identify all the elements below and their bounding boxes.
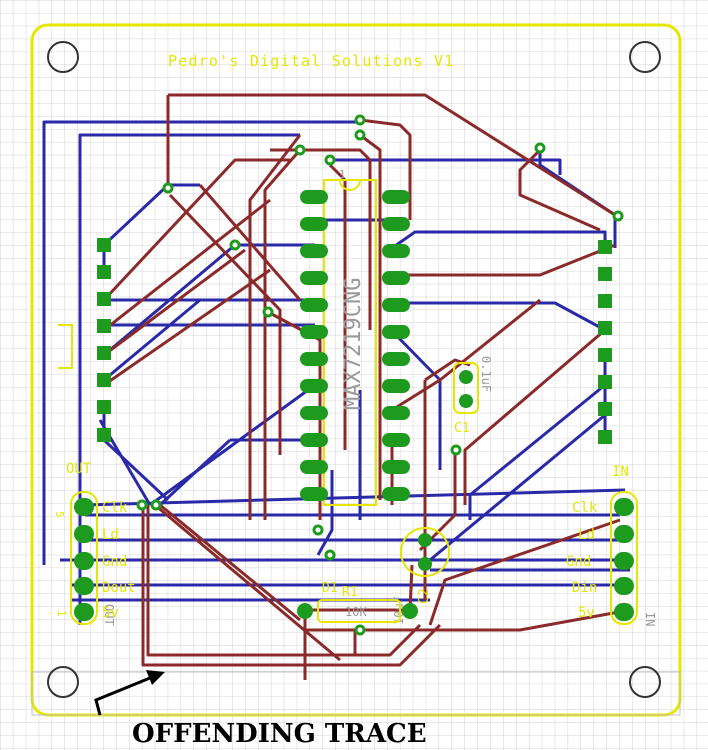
c1-label: C1 xyxy=(454,421,470,436)
in-pad-3 xyxy=(614,552,634,570)
out-pad-5 xyxy=(74,603,94,621)
capacitor-c1: C1 0.1uF xyxy=(453,356,493,436)
right-matrix-pads xyxy=(598,240,612,444)
mounting-holes xyxy=(47,41,661,698)
mounting-hole-top-left xyxy=(47,41,79,73)
top-layer-traces xyxy=(102,93,631,680)
c2-label: C2 xyxy=(417,588,432,604)
in-header-title: IN xyxy=(612,464,629,480)
out-header-title: OUT xyxy=(66,461,92,477)
out-header-pin-bottom: 1 xyxy=(55,610,68,617)
arrow-icon xyxy=(94,676,151,716)
vias xyxy=(136,114,624,636)
out-pin-label: Clk xyxy=(102,500,128,516)
mounting-hole-bottom-right xyxy=(629,666,661,698)
in-pin-label: Clk xyxy=(572,500,598,516)
in-header: IN IN Clk Ld Gnd Din 5v xyxy=(566,464,657,626)
out-pad-3 xyxy=(74,552,94,570)
ic-pads xyxy=(300,190,410,501)
out-pad-2 xyxy=(74,525,94,543)
in-pad-5 xyxy=(614,603,634,621)
board-title: Pedro's Digital Solutions V1 xyxy=(168,52,454,70)
in-pin-label: 5v xyxy=(578,605,595,621)
ic-pads-left xyxy=(300,190,328,501)
in-pin-label: Ld xyxy=(578,527,595,543)
out-pin-label: Dout xyxy=(102,580,136,596)
in-pad-2 xyxy=(614,525,634,543)
out-header-side-label: OUT xyxy=(102,604,116,626)
c1-value: 0.1uF xyxy=(479,356,493,392)
mounting-hole-top-right xyxy=(629,41,661,73)
d1-label: D1 xyxy=(322,581,338,596)
in-header-side-label: IN xyxy=(643,612,657,626)
offending-trace-annotation: OFFENDING TRACE xyxy=(94,670,427,749)
resistor-r1: R1 10K D1 xyxy=(297,581,418,623)
out-pad-1 xyxy=(74,498,94,516)
in-pad-1 xyxy=(614,498,634,516)
out-header: OUT 5 1 OUT Clk Ld Gnd Dout 5v xyxy=(53,461,136,626)
mounting-hole-bottom-left xyxy=(47,666,79,698)
chip-label: MAX7219CNG xyxy=(341,278,366,410)
in-pad-4 xyxy=(614,577,634,595)
offending-trace-caption: OFFENDING TRACE xyxy=(132,719,427,749)
r1-label: R1 xyxy=(342,585,358,600)
out-pin-label: Ld xyxy=(102,527,119,543)
left-matrix-pads xyxy=(58,238,111,442)
out-pin-label: 5v xyxy=(102,605,119,621)
out-pin-label: Gnd xyxy=(102,554,127,570)
board-outline xyxy=(30,23,682,717)
in-pin-label: Din xyxy=(572,580,597,596)
ic-outline xyxy=(323,179,377,506)
out-pad-4 xyxy=(74,577,94,595)
chip-pin1-label: 1 xyxy=(339,168,346,181)
in-pin-label: Gnd xyxy=(566,554,591,570)
r1-value: 10K xyxy=(345,605,367,619)
out-header-pin-top: 5 xyxy=(53,511,66,518)
ic-pads-right xyxy=(382,190,410,501)
